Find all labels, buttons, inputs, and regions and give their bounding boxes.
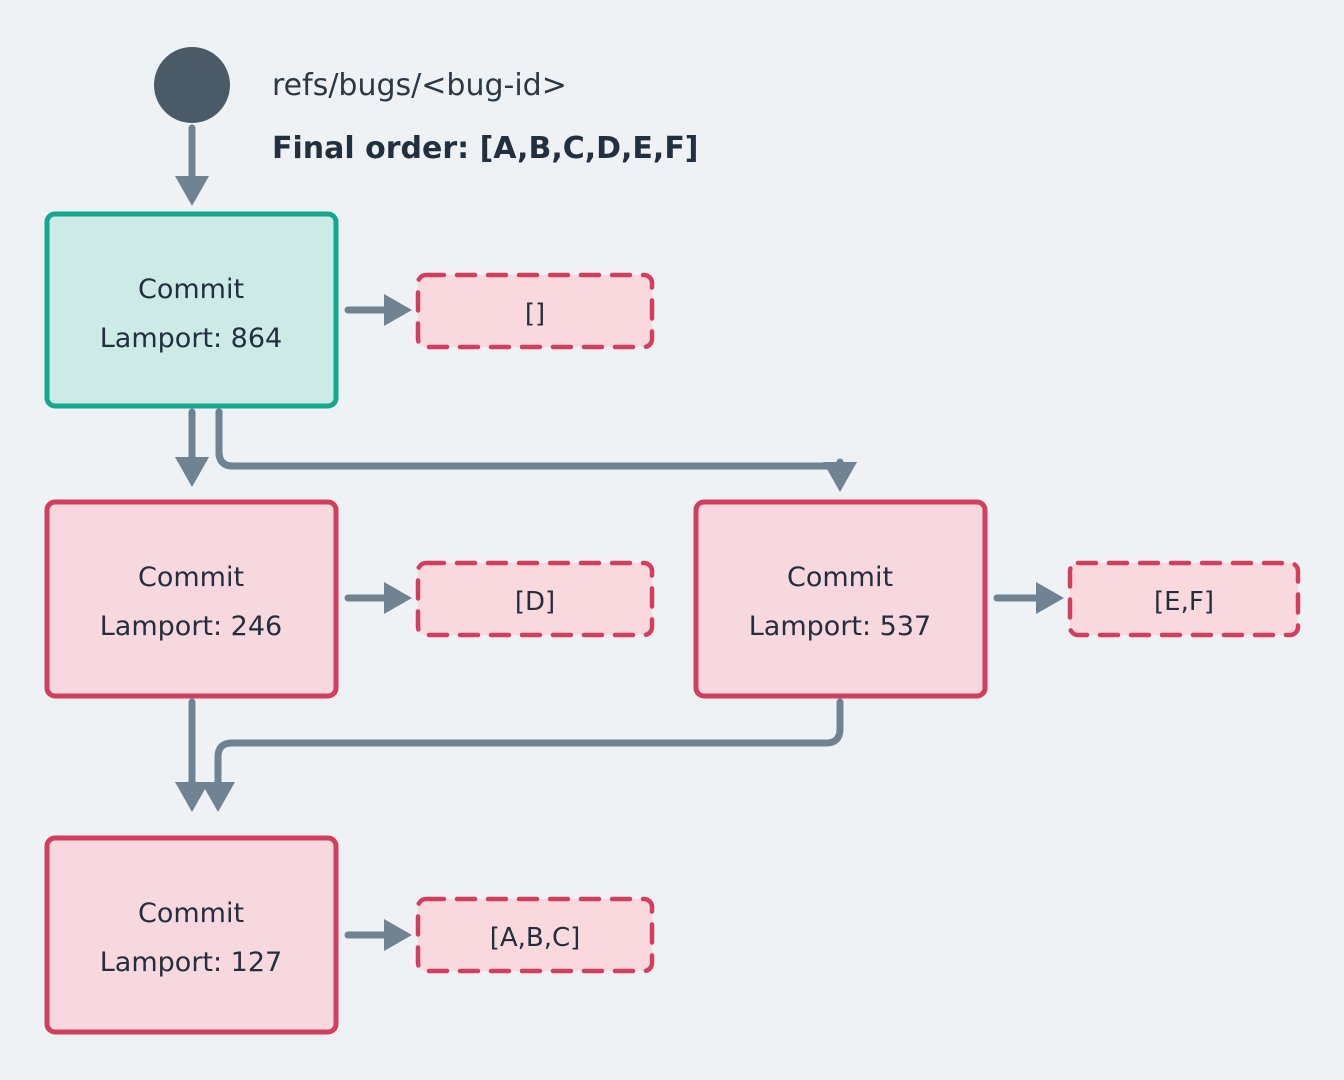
node-commit-246-title: Commit (138, 562, 244, 593)
node-commit-864[interactable]: Commit Lamport: 864 (44, 211, 339, 409)
final-order-label: Final order: [A,B,C,D,E,F] (272, 131, 699, 166)
node-commit-537-title: Commit (787, 562, 893, 593)
node-commit-864-title: Commit (138, 274, 244, 305)
node-commit-246[interactable]: Commit Lamport: 246 (44, 499, 339, 699)
node-commit-127-lamport: Lamport: 127 (100, 947, 282, 978)
node-commit-537-lamport: Lamport: 537 (749, 611, 931, 642)
start-node-circle (154, 47, 230, 123)
note-127: [A,B,C] (415, 896, 655, 974)
edge-commit-537-to-note-537 (993, 582, 1064, 614)
ref-path-label: refs/bugs/<bug-id> (272, 68, 567, 103)
edge-start-to-commit-864 (175, 124, 209, 206)
edge-commit-537-to-commit-127 (201, 698, 844, 812)
note-246-text: [D] (515, 587, 555, 617)
note-246: [D] (415, 560, 655, 638)
edge-commit-127-to-note-127 (344, 919, 412, 951)
edge-commit-864-to-commit-537 (215, 408, 857, 492)
note-537: [E,F] (1067, 560, 1301, 638)
note-864-text: [] (525, 299, 545, 329)
edge-commit-864-to-note-864 (344, 294, 412, 326)
node-commit-537[interactable]: Commit Lamport: 537 (693, 499, 988, 699)
edge-commit-864-to-commit-246 (175, 408, 209, 487)
edge-commit-246-to-commit-127 (175, 698, 209, 812)
note-127-text: [A,B,C] (490, 923, 581, 953)
node-commit-127-title: Commit (138, 898, 244, 929)
note-864: [] (415, 272, 655, 350)
node-commit-127[interactable]: Commit Lamport: 127 (44, 835, 339, 1035)
node-commit-246-lamport: Lamport: 246 (100, 611, 282, 642)
node-commit-864-lamport: Lamport: 864 (100, 323, 282, 354)
edge-commit-246-to-note-246 (344, 582, 412, 614)
note-537-text: [E,F] (1154, 587, 1214, 617)
